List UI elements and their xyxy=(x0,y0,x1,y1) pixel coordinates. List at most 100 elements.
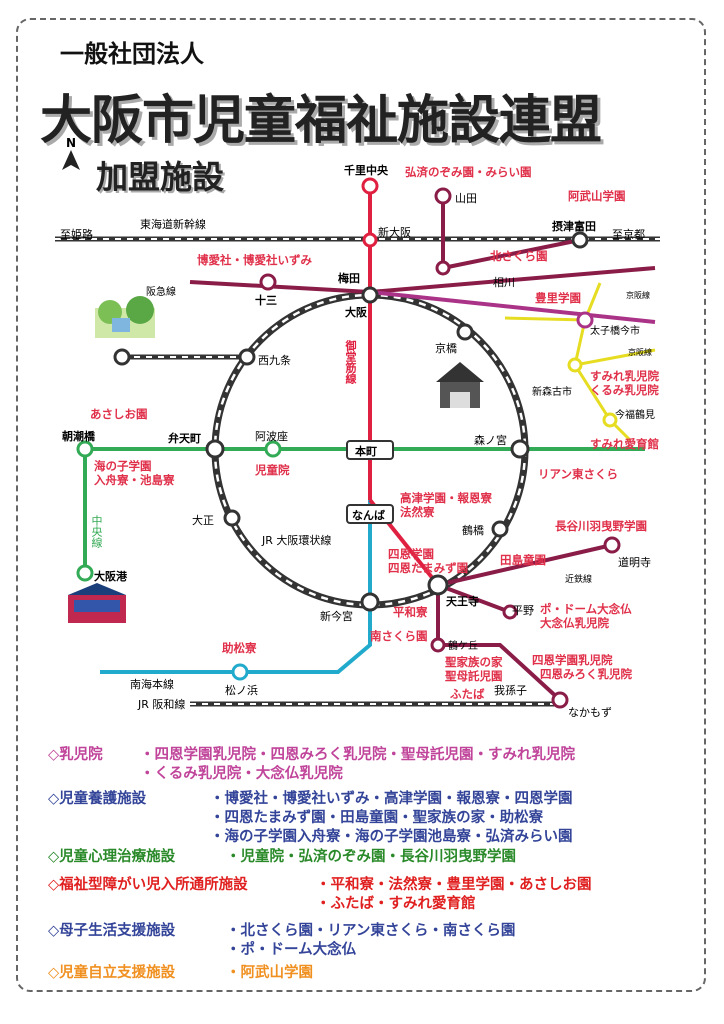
label-umeda: 梅田 xyxy=(338,272,360,285)
station-awaza[interactable] xyxy=(264,440,282,458)
station-shin-osaka[interactable] xyxy=(362,232,378,248)
facility-shion: 四恩学園 xyxy=(388,547,434,561)
facility-kitasakura: 北さくら園 xyxy=(490,249,548,263)
label-tennoji: 天王寺 xyxy=(446,595,479,608)
facility-podomu: ポ・ドーム大念仏 xyxy=(540,602,632,616)
label-hommachi: 本町 xyxy=(355,445,377,458)
label-midosuji: 御堂筋線 xyxy=(344,340,357,384)
facility-jidoin: 児童院 xyxy=(255,463,290,477)
label-juso: 十三 xyxy=(255,294,277,307)
facility-uminoko: 海の子学園 xyxy=(94,459,152,473)
station-imafuku[interactable] xyxy=(602,412,618,428)
facility-abuyama: 阿武山学園 xyxy=(568,189,626,203)
dashed-frame xyxy=(16,18,706,992)
station-nishikujo-end[interactable] xyxy=(113,348,131,366)
legend-items: ・博愛社・博愛社いずみ・高津学園・報恩寮・四恩学園 ・四恩たまみず園・田島童園・… xyxy=(210,791,573,845)
facility-sumire-nyuji: すみれ乳児院 xyxy=(590,369,659,383)
label-shin-osaka: 新大阪 xyxy=(378,226,411,239)
north-arrow-icon xyxy=(62,150,80,170)
facility-seibo: 聖母託児園 xyxy=(445,669,503,683)
facility-rian: リアン東さくら xyxy=(538,467,619,481)
label-settsu-tonda: 摂津富田 xyxy=(552,220,596,233)
station-tsurugaoka[interactable] xyxy=(430,637,446,653)
station-settsu-tonda[interactable] xyxy=(571,231,589,249)
label-taishibashi: 太子橋今市 xyxy=(590,326,640,337)
label-asashiobashi: 朝潮橋 xyxy=(62,430,95,443)
nankai-line xyxy=(100,500,372,674)
north-arrow: N xyxy=(60,136,82,175)
facility-sumire-aiiku: すみれ愛育館 xyxy=(590,437,659,451)
label-chuo: 中央線 xyxy=(90,515,103,548)
facility-shion-gakuen2: 四恩学園乳児院 xyxy=(532,653,613,667)
facility-kosai: 弘済のぞみ園・みらい園 xyxy=(405,165,532,179)
facility-kurumi: くるみ乳児院 xyxy=(590,383,659,397)
station-taishibashi[interactable] xyxy=(576,311,594,329)
legend-category: ◇乳児院 xyxy=(48,747,103,763)
label-osaka: 大阪 xyxy=(345,306,367,319)
facility-asashio: あさしお園 xyxy=(90,407,148,421)
label-yamada: 山田 xyxy=(455,192,477,205)
facility-heiwa: 平和寮 xyxy=(393,605,428,619)
station-juso[interactable] xyxy=(259,273,277,291)
hommachi-box xyxy=(346,440,394,460)
label-domyoji: 道明寺 xyxy=(618,556,651,569)
label-to-himeji: 至姫路 xyxy=(60,228,93,241)
label-aikawa: 相川 xyxy=(493,276,515,289)
station-taisho[interactable] xyxy=(223,509,241,527)
label-loop: JR 大阪環状線 xyxy=(262,534,332,547)
facility-minami-sakura: 南さくら園 xyxy=(370,629,428,643)
facility-hakuaisha: 博愛社・博愛社いずみ xyxy=(197,253,312,267)
castle-icon xyxy=(436,362,484,408)
label-abiko: 我孫子 xyxy=(494,684,527,697)
label-morinomiya: 森ノ宮 xyxy=(474,434,507,447)
label-to-kyoto: 至京都 xyxy=(612,228,645,241)
station-yamada[interactable] xyxy=(434,187,452,205)
station-shinmoriko[interactable] xyxy=(567,357,583,373)
label-shinimamiya: 新今宮 xyxy=(320,610,353,623)
legend-category: ◇福祉型障がい児入所通所施設 xyxy=(48,877,248,893)
label-hankyu: 阪急線 xyxy=(146,287,176,298)
station-osakako[interactable] xyxy=(76,564,94,582)
kintetsu-line xyxy=(437,543,613,587)
facility-shion-tamami: 四恩たまみず園 xyxy=(388,561,469,575)
purple-line xyxy=(369,290,656,324)
legend-category: ◇児童心理治療施設 xyxy=(48,849,176,865)
station-hirano[interactable] xyxy=(502,604,518,620)
legend-category: ◇児童養護施設 xyxy=(48,791,147,807)
park-icon xyxy=(95,296,155,338)
station-umeda[interactable] xyxy=(361,286,379,304)
station-asashiobashi[interactable] xyxy=(76,440,94,458)
station-aikawa[interactable] xyxy=(435,260,451,276)
facility-dainenbutsu: 大念仏乳児院 xyxy=(540,616,609,630)
north-label: N xyxy=(66,136,77,150)
legend-items: ・児童院・弘済のぞみ園・長谷川羽曳野学園 xyxy=(226,849,516,865)
legend-items: ・阿武山学園 xyxy=(226,965,313,981)
station-matsunohama[interactable] xyxy=(231,663,249,681)
station-nakamozu[interactable] xyxy=(551,691,569,709)
label-bentencho: 弁天町 xyxy=(168,432,201,445)
station-tennoji[interactable] xyxy=(427,574,449,596)
label-keihan2: 京阪線 xyxy=(628,348,652,357)
label-hanwa: JR 阪和線 xyxy=(138,698,186,711)
station-nishikujo[interactable] xyxy=(238,348,256,366)
legend-items: ・四恩学園乳児院・四恩みろく乳児院・聖母託児園・すみれ乳児院 ・くるみ乳児院・大… xyxy=(140,747,575,782)
label-namba: なんば xyxy=(352,509,385,522)
facility-hasegawa: 長谷川羽曳野学園 xyxy=(555,519,647,533)
station-tsuruhashi[interactable] xyxy=(491,520,509,538)
station-shinimamiya[interactable] xyxy=(360,592,380,612)
station-bentencho[interactable] xyxy=(205,439,225,459)
label-hirano: 平野 xyxy=(512,604,534,617)
facility-seikazoku: 聖家族の家 xyxy=(445,655,503,669)
station-senri-chuo[interactable] xyxy=(361,177,379,195)
label-imafuku: 今福鶴見 xyxy=(615,410,655,421)
hankyu-line xyxy=(189,280,371,294)
station-domyoji[interactable] xyxy=(603,536,621,554)
label-matsunohama: 松ノ浜 xyxy=(225,684,258,697)
namba-box xyxy=(346,504,394,524)
station-kyobashi[interactable] xyxy=(456,323,474,341)
label-taisho: 大正 xyxy=(192,514,214,527)
label-tsurugaoka: 鶴ケ丘 xyxy=(448,641,478,652)
station-morinomiya[interactable] xyxy=(510,439,530,459)
